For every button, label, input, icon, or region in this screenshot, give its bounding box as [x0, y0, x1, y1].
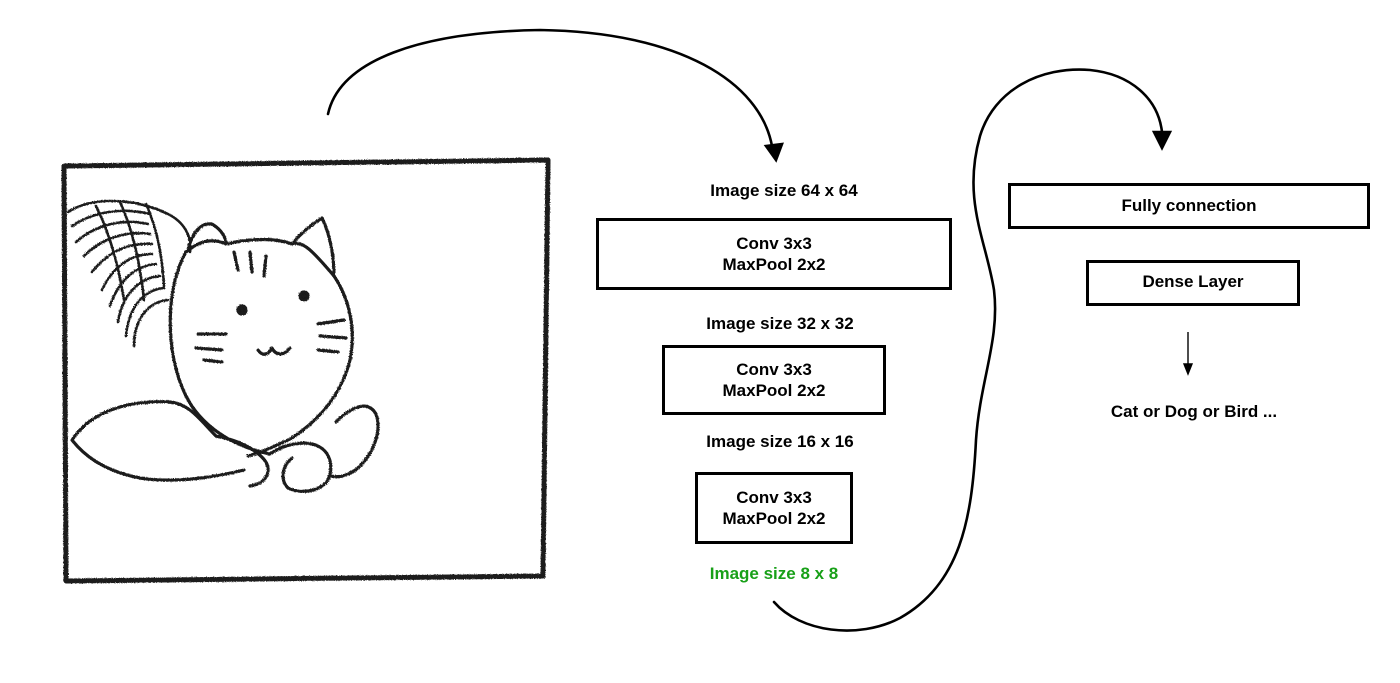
- cat-lower-body: [70, 400, 218, 442]
- arrowhead-3: [1182, 363, 1194, 376]
- s-curve-connector: [772, 68, 1164, 632]
- cat-head: [184, 216, 354, 458]
- arrow-image-to-stack: [326, 28, 784, 163]
- stage-3-size-label: Image size 16 x 16: [706, 432, 854, 451]
- cat-paw-left: [214, 434, 270, 488]
- cat-tail: [66, 199, 192, 348]
- stage-1-conv-label: Conv 3x3: [736, 234, 812, 253]
- stage-2-pool-label: MaxPool 2x2: [722, 381, 826, 400]
- stage-1-size-label: Image size 64 x 64: [710, 181, 858, 200]
- arc-connector-1: [326, 28, 774, 148]
- dense-layer-label: Dense Layer: [1142, 272, 1244, 291]
- stage-3-conv-label: Conv 3x3: [736, 488, 812, 507]
- arrow-stack-to-fc: [772, 68, 1173, 632]
- final-size-label: Image size 8 x 8: [709, 564, 839, 583]
- cat-eye-right: [298, 290, 310, 302]
- fully-connection-box: Fully connection: [1008, 183, 1370, 229]
- cat-sketch: [66, 199, 380, 493]
- stage-2-conv-box: Conv 3x3 MaxPool 2x2: [662, 345, 886, 415]
- cat-paw-right: [268, 441, 333, 493]
- stage-3-pool-label: MaxPool 2x2: [722, 509, 826, 528]
- input-image: [61, 157, 551, 584]
- stage-2-size-label: Image size 32 x 32: [706, 314, 854, 333]
- stage-2-conv-label: Conv 3x3: [736, 360, 812, 379]
- cat-eye-left: [236, 304, 248, 316]
- arrowhead-2: [1151, 130, 1173, 151]
- stage-1-pool-label: MaxPool 2x2: [722, 255, 826, 274]
- stage-1-conv-box: Conv 3x3 MaxPool 2x2: [596, 218, 952, 290]
- cat-body: [168, 250, 272, 456]
- cat-ear-left: [186, 222, 228, 252]
- output-label: Cat or Dog or Bird ...: [1110, 402, 1278, 421]
- cat-mouth: [256, 346, 292, 356]
- stage-3-conv-box: Conv 3x3 MaxPool 2x2: [695, 472, 853, 544]
- dense-layer-box: Dense Layer: [1086, 260, 1300, 306]
- arrow-dense-to-output: [1182, 332, 1194, 376]
- cat-paw-far: [328, 404, 380, 479]
- image-frame: [61, 157, 551, 584]
- arrowhead-1: [763, 142, 784, 163]
- fully-connection-label: Fully connection: [1121, 196, 1257, 215]
